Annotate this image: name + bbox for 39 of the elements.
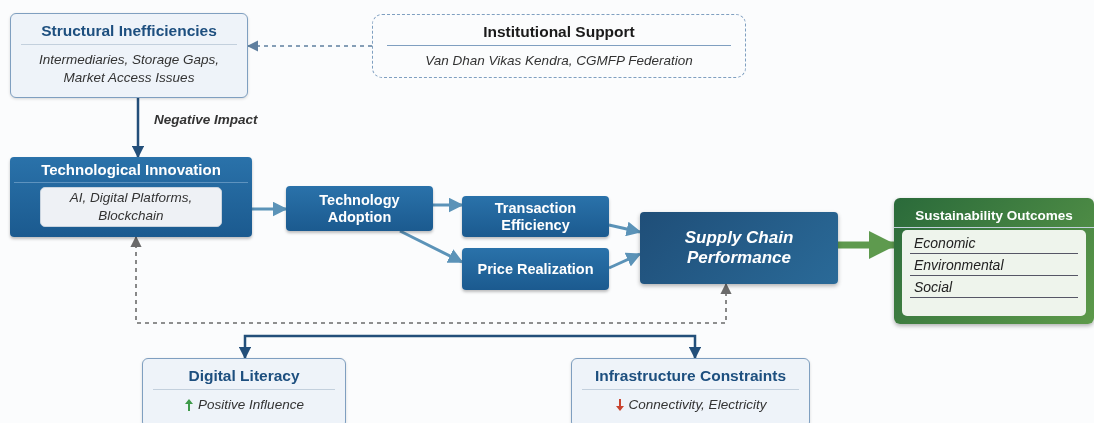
node-title: Transaction Efficiency — [493, 199, 578, 234]
process-box — [571, 358, 810, 423]
arrow — [246, 40, 373, 52]
node-title: Institutional Support — [387, 23, 731, 46]
node-title: Sustainability Outcomes — [894, 208, 1094, 228]
arrow — [399, 229, 464, 264]
node-title: Structural Inefficiencies — [21, 22, 237, 45]
process-box — [462, 248, 609, 290]
node-title: Technology Adoption — [318, 191, 401, 226]
process-box — [142, 358, 346, 423]
node-title: Infrastructure Constraints — [582, 367, 799, 390]
node-text: AI, Digital Platforms, Blockchain — [68, 189, 194, 225]
list-panel — [902, 230, 1086, 316]
node-text: Van Dhan Vikas Kendra, CGMFP Federation — [425, 52, 693, 70]
arrow — [608, 221, 642, 237]
node-text: Intermediaries, Storage Gaps, Market Access Issues — [37, 51, 221, 88]
node-title: Supply Chain Performance — [683, 227, 795, 269]
arrow — [252, 201, 288, 217]
arrow — [433, 197, 464, 213]
process-box — [640, 212, 838, 284]
inner-box — [40, 187, 222, 227]
process-box — [10, 13, 248, 98]
arrow — [608, 252, 642, 270]
process-box — [462, 196, 609, 237]
node-text: Connectivity, Electricity — [628, 396, 767, 414]
list-item: Social — [910, 276, 1078, 298]
node-text: Positive Influence — [198, 396, 304, 414]
arrow — [130, 235, 732, 324]
list-item: Environmental — [910, 254, 1078, 276]
process-box — [10, 157, 252, 237]
arrow — [238, 334, 702, 360]
arrow — [131, 98, 145, 159]
node-title: Technological Innovation — [14, 161, 248, 183]
node-title: Digital Literacy — [153, 367, 335, 390]
process-box — [286, 186, 433, 231]
node-title: Price Realization — [477, 260, 594, 278]
dashed-box — [372, 14, 746, 78]
process-box — [894, 198, 1094, 324]
list-item: Economic — [910, 232, 1078, 254]
